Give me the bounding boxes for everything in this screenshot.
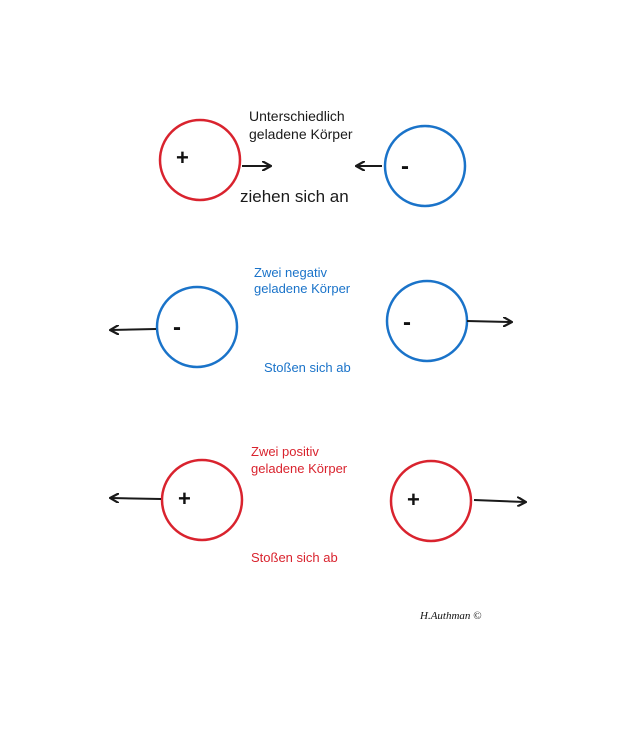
positive-charge-circle-left xyxy=(160,458,244,542)
author-signature: H.Authman © xyxy=(420,610,482,622)
positive-charge-circle xyxy=(158,118,242,202)
negative-charge-circle-left xyxy=(155,285,239,369)
negative-sign-right: - xyxy=(403,309,411,336)
positive-sign-left: + xyxy=(178,486,191,511)
repulsion-arrow-right-positive xyxy=(473,500,525,502)
repulsion-arrow-right xyxy=(466,321,511,322)
positive-sign-right: + xyxy=(407,487,420,512)
negative-sign-left: - xyxy=(173,314,181,341)
positive-heading-line1: Zwei positiv xyxy=(251,444,319,459)
repulsion-arrow-left xyxy=(111,329,157,330)
positive-result: Stoßen sich ab xyxy=(251,550,338,565)
positive-sign: + xyxy=(176,145,189,170)
repulsion-arrow-left-positive xyxy=(111,498,162,499)
opposite-heading-line1: Unterschiedlich xyxy=(249,108,345,124)
negative-charge-circle-right xyxy=(385,279,469,363)
negative-heading-line1: Zwei negativ xyxy=(254,265,327,280)
negative-sign: - xyxy=(401,153,409,180)
opposite-result: ziehen sich an xyxy=(240,187,349,206)
positive-heading-line2: geladene Körper xyxy=(251,461,348,476)
positive-charge-circle-right xyxy=(389,459,473,543)
negative-charge-circle xyxy=(383,124,467,208)
negative-result: Stoßen sich ab xyxy=(264,360,351,375)
negative-heading-line2: geladene Körper xyxy=(254,281,351,296)
opposite-heading-line2: geladene Körper xyxy=(249,126,353,142)
